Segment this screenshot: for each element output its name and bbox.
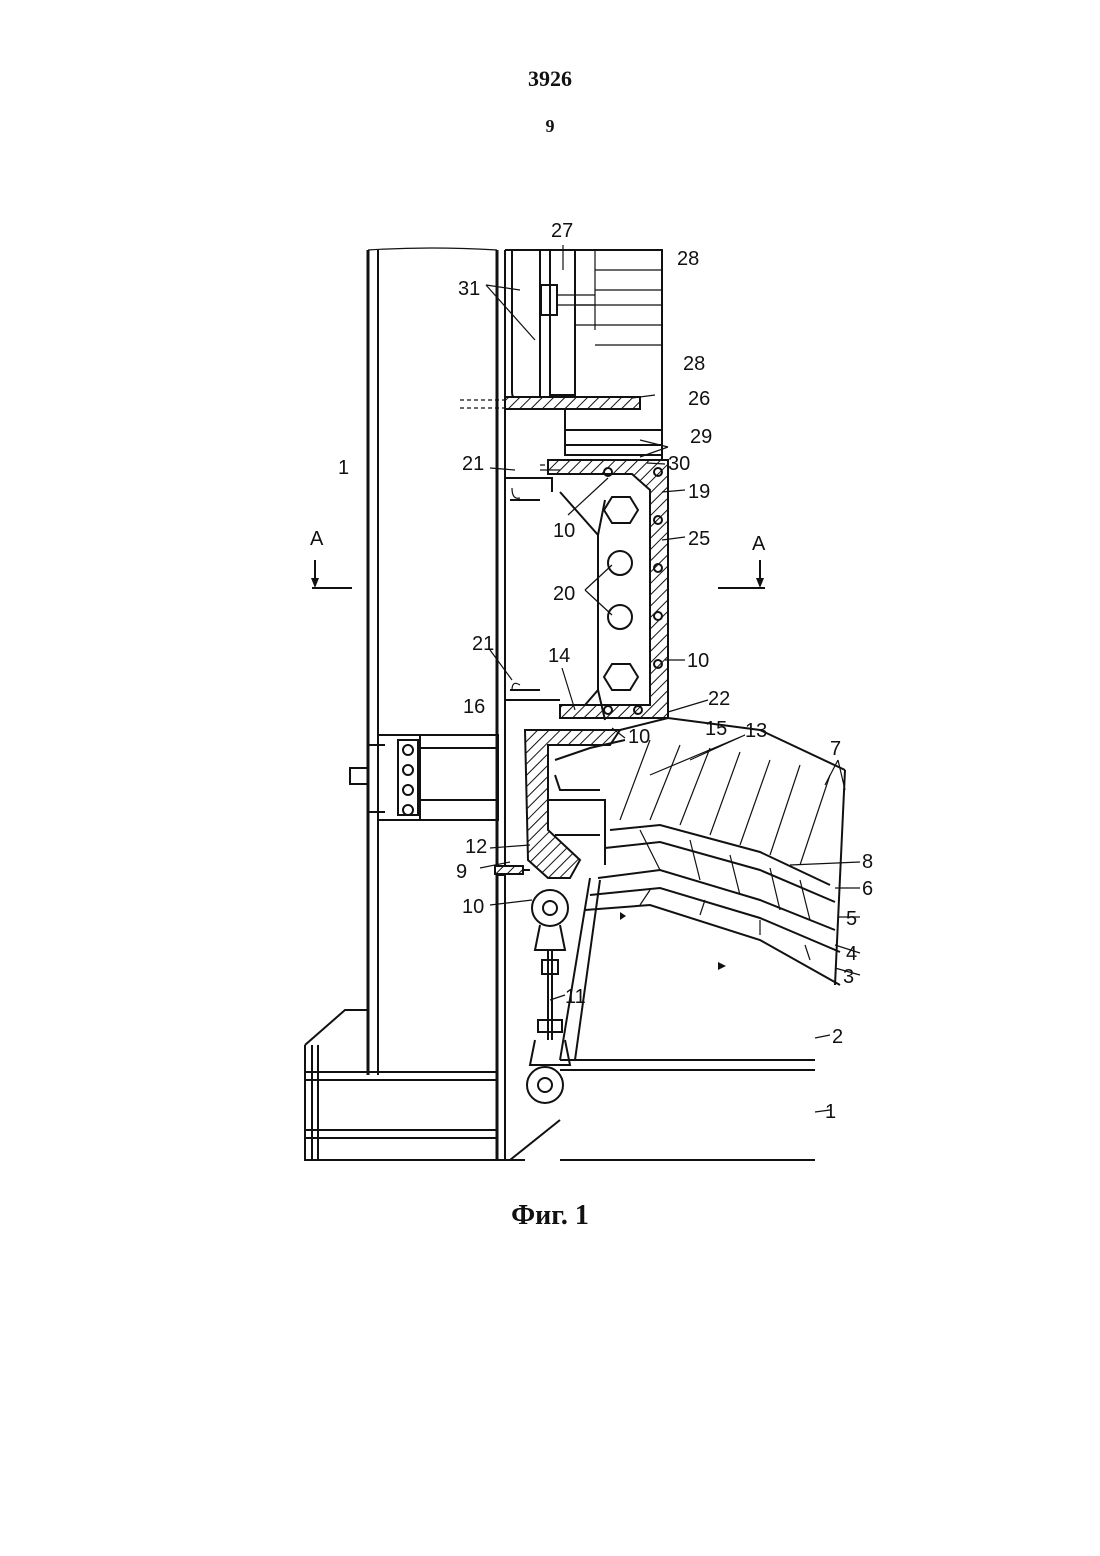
label-28-mid: 28 — [683, 353, 705, 375]
label-11: 11 — [565, 986, 586, 1008]
leader-lines — [480, 245, 860, 1112]
upper-block — [460, 250, 662, 460]
label-1-foundation: 1 — [825, 1101, 836, 1123]
label-19: 19 — [688, 481, 710, 503]
section-line — [311, 560, 765, 588]
label-27: 27 — [551, 220, 573, 242]
label-28-top: 28 — [677, 248, 699, 270]
figure-caption: Фиг. 1 — [0, 1200, 1100, 1232]
label-2: 2 — [832, 1026, 843, 1048]
label-15: 15 — [705, 718, 727, 740]
label-6: 6 — [862, 878, 873, 900]
label-21-top: 21 — [462, 453, 484, 475]
section-marker-left: A — [310, 528, 324, 550]
section-marker-right: A — [752, 533, 766, 555]
label-12: 12 — [465, 836, 487, 858]
label-25: 25 — [688, 528, 710, 550]
bracket — [495, 730, 625, 878]
label-5: 5 — [846, 908, 857, 930]
label-22: 22 — [708, 688, 730, 710]
label-31: 31 — [458, 278, 480, 300]
chain-anchor — [527, 890, 570, 1103]
curved-lining — [585, 718, 845, 985]
label-26: 26 — [688, 388, 710, 410]
label-10-bracket: 10 — [628, 726, 650, 748]
label-29: 29 — [690, 426, 712, 448]
label-9: 9 — [456, 861, 467, 883]
label-1-column: 1 — [338, 457, 349, 479]
label-10-lower: 10 — [462, 896, 484, 918]
label-10-right: 10 — [687, 650, 709, 672]
label-14: 14 — [548, 645, 570, 667]
label-13: 13 — [745, 720, 767, 742]
label-10-upper: 10 — [553, 520, 575, 542]
label-8: 8 — [862, 851, 873, 873]
label-30: 30 — [668, 453, 690, 475]
bolt-flange — [350, 735, 498, 820]
label-3: 3 — [843, 966, 854, 988]
label-7: 7 — [830, 738, 841, 760]
label-16: 16 — [463, 696, 485, 718]
label-20: 20 — [553, 583, 575, 605]
figure-labels: 27 28 31 28 26 29 1 21 30 19 10 25 A A 2… — [310, 220, 873, 1123]
label-21-bottom: 21 — [472, 633, 494, 655]
label-4: 4 — [846, 943, 857, 965]
